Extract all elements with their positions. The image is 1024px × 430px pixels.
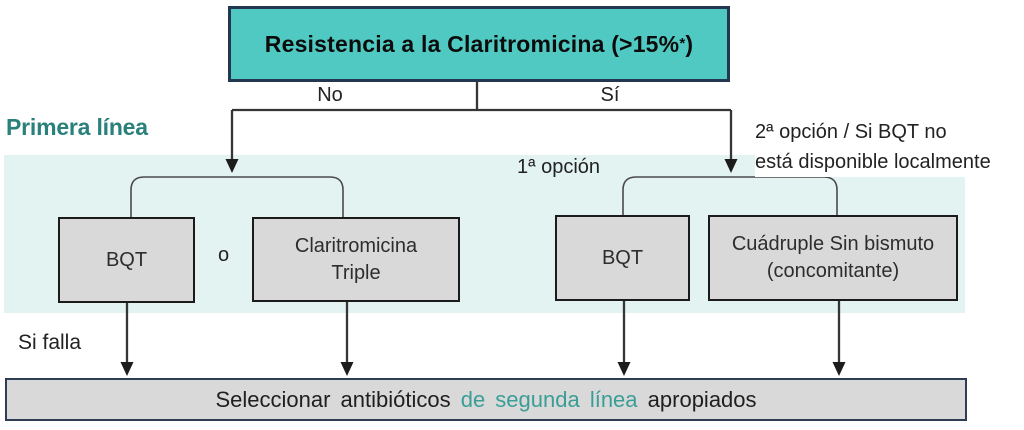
or-label: o: [217, 244, 230, 266]
option-2-label: 2ª opción / Si BQT no está disponible lo…: [755, 117, 1024, 177]
second-line-bar: Seleccionar antibióticos de segunda líne…: [5, 378, 967, 421]
option-2-label-line2: está disponible localmente: [755, 151, 991, 173]
decision-box: Resistencia a la Claritromicina (>15%*): [228, 6, 730, 82]
treatment-box-bqt-right: BQT: [555, 215, 690, 301]
branch-label-no: No: [317, 84, 343, 106]
treatment-box-claritromicina-triple: Claritromicina Triple: [252, 217, 460, 302]
option-2-label-line1: 2ª opción / Si BQT no: [755, 121, 947, 143]
option-1-label: 1ª opción: [517, 156, 601, 178]
branch-label-si: Sí: [600, 84, 620, 106]
bqt-right-down-arrowhead: [617, 362, 631, 376]
decision-box-close: ): [685, 30, 694, 57]
treatment-box-bqt-right-label: BQT: [601, 246, 644, 269]
claritromicina-down-arrowhead: [340, 362, 354, 376]
cuadruple-line1: Cuádruple Sin bismuto: [731, 233, 935, 255]
second-line-bar-text-1: Seleccionar antibióticos: [215, 386, 461, 412]
claritromicina-triple-line2: Triple: [331, 261, 381, 284]
fail-label: Si falla: [18, 331, 82, 354]
treatment-box-cuadruple: Cuádruple Sin bismuto (concomitante): [708, 215, 958, 301]
claritromicina-triple-line1: Claritromicina: [294, 234, 418, 257]
decision-box-text: Resistencia a la Claritromicina (>15%: [264, 30, 680, 57]
second-line-bar-text-2: apropiados: [637, 386, 757, 412]
second-line-bar-text-accent: de segunda línea: [460, 386, 638, 412]
bqt-left-down-arrowhead: [120, 362, 134, 376]
cuadruple-down-arrowhead: [832, 362, 846, 376]
cuadruple-line2: (concomitante): [766, 260, 900, 282]
treatment-box-bqt-left: BQT: [58, 217, 195, 303]
section-label-primera-linea: Primera línea: [6, 114, 148, 140]
treatment-box-bqt-left-label: BQT: [105, 248, 148, 271]
